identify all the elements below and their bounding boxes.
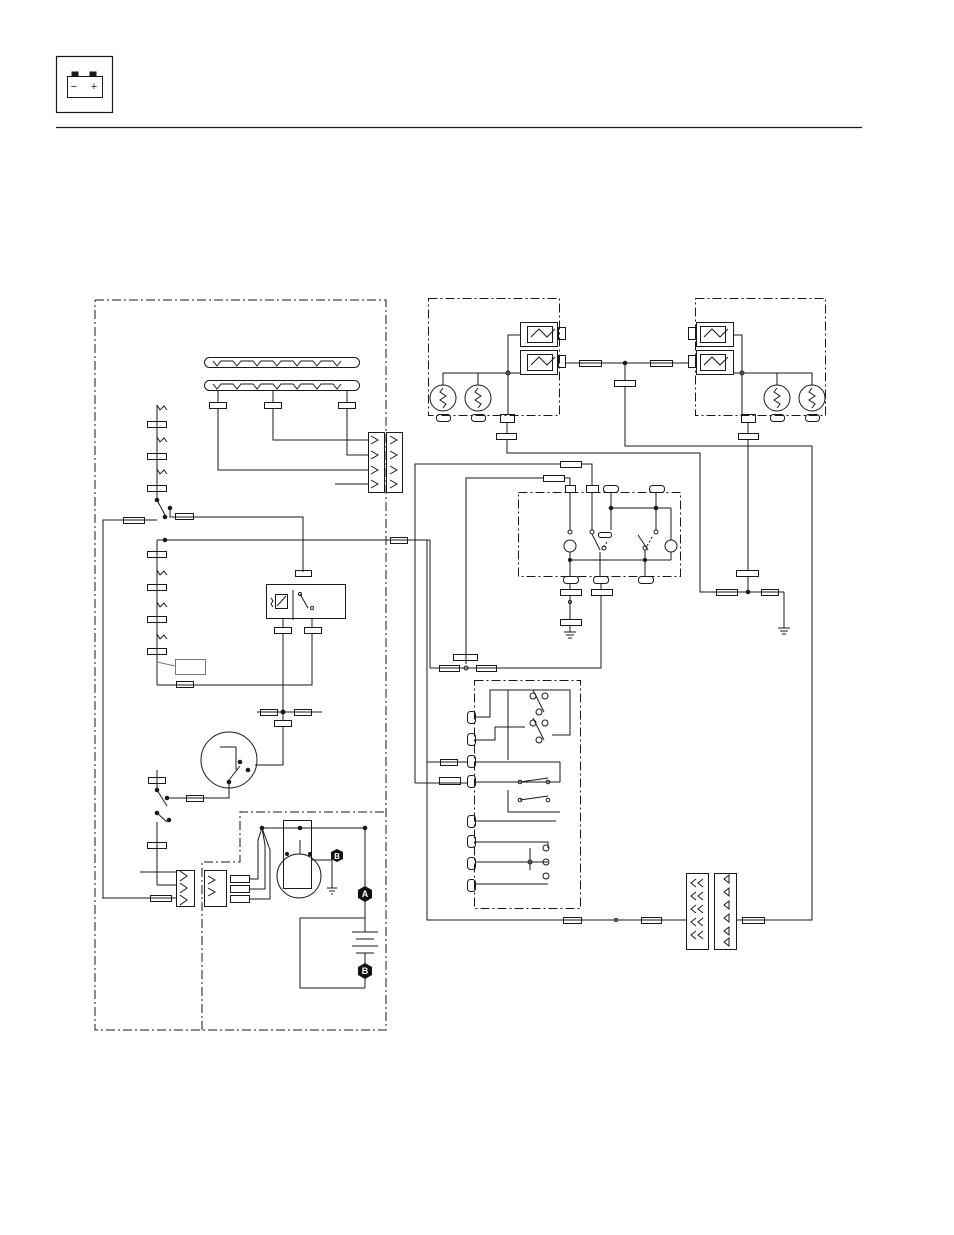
lamp-cross-link (566, 361, 812, 921)
svg-text:B: B (362, 966, 369, 976)
battery-minus-sign: − (71, 81, 77, 93)
svg-text:B: B (334, 852, 340, 861)
switch-box (415, 462, 677, 784)
control-switch-panel (415, 540, 570, 920)
ignition-switch (140, 685, 322, 885)
starter-motor (260, 821, 367, 899)
connector-block-c3 (564, 874, 765, 950)
battery-plus-sign: + (91, 81, 97, 93)
top-connector-strip (205, 358, 370, 485)
marker-a: A (358, 886, 372, 902)
marker-b-lower: B (358, 963, 372, 979)
marker-b-upper: B (331, 849, 343, 862)
battery-icon-box (57, 57, 113, 113)
relay-module (267, 571, 346, 686)
svg-text:A: A (362, 889, 369, 899)
connector-block-c2 (102, 828, 270, 907)
ground-right (716, 571, 790, 635)
fuse-column (103, 405, 430, 898)
